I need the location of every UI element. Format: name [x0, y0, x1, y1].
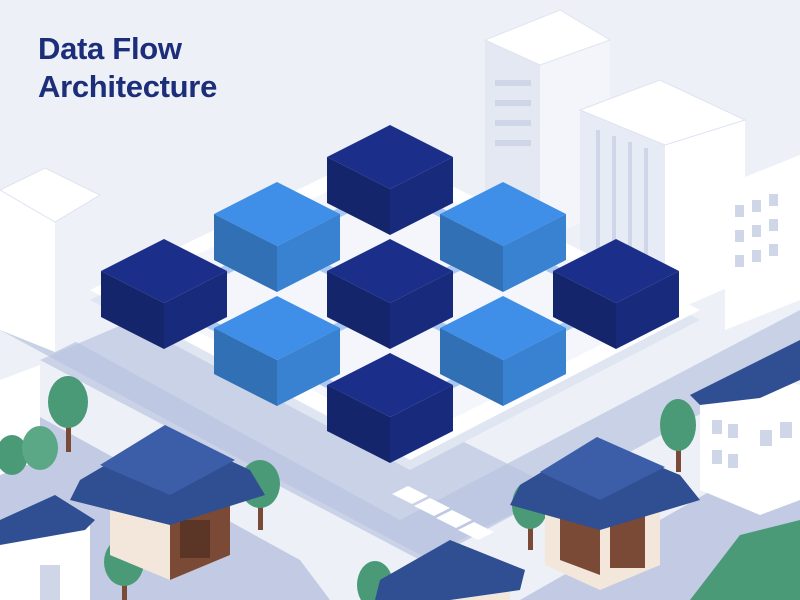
hanok-right	[510, 437, 700, 590]
data-block-light	[440, 296, 566, 406]
data-block-dark	[327, 125, 453, 235]
title-line-1: Data Flow	[38, 31, 182, 66]
block-right	[616, 271, 679, 349]
data-block-dark	[553, 239, 679, 349]
block-left	[327, 157, 390, 235]
block-left	[553, 271, 616, 349]
tree-right	[660, 399, 696, 472]
block-right	[164, 271, 227, 349]
hanok-bottom-center	[375, 540, 525, 600]
block-right	[390, 385, 453, 463]
title-line-2: Architecture	[38, 69, 218, 104]
block-right	[390, 157, 453, 235]
tree-far-left	[0, 426, 58, 475]
block-right	[277, 214, 340, 292]
tree-left	[48, 376, 88, 452]
data-block-dark	[101, 239, 227, 349]
page-title: Data Flow Architecture	[38, 30, 217, 106]
block-left	[440, 214, 503, 292]
data-block-dark	[327, 353, 453, 463]
block-left	[101, 271, 164, 349]
block-right	[390, 271, 453, 349]
data-block-light	[214, 182, 340, 292]
hanok-left	[70, 425, 265, 580]
block-right	[503, 214, 566, 292]
block-left	[214, 328, 277, 406]
block-right	[503, 328, 566, 406]
hill-bottom-right	[690, 520, 800, 600]
block-left	[327, 385, 390, 463]
data-block-light	[440, 182, 566, 292]
block-right	[277, 328, 340, 406]
data-block-grid	[101, 125, 679, 463]
data-block-dark	[327, 239, 453, 349]
data-block-light	[214, 296, 340, 406]
block-left	[440, 328, 503, 406]
house-right	[690, 340, 800, 515]
house-left-bottom	[0, 495, 95, 600]
block-left	[214, 214, 277, 292]
block-left	[327, 271, 390, 349]
crosswalk	[392, 486, 494, 540]
